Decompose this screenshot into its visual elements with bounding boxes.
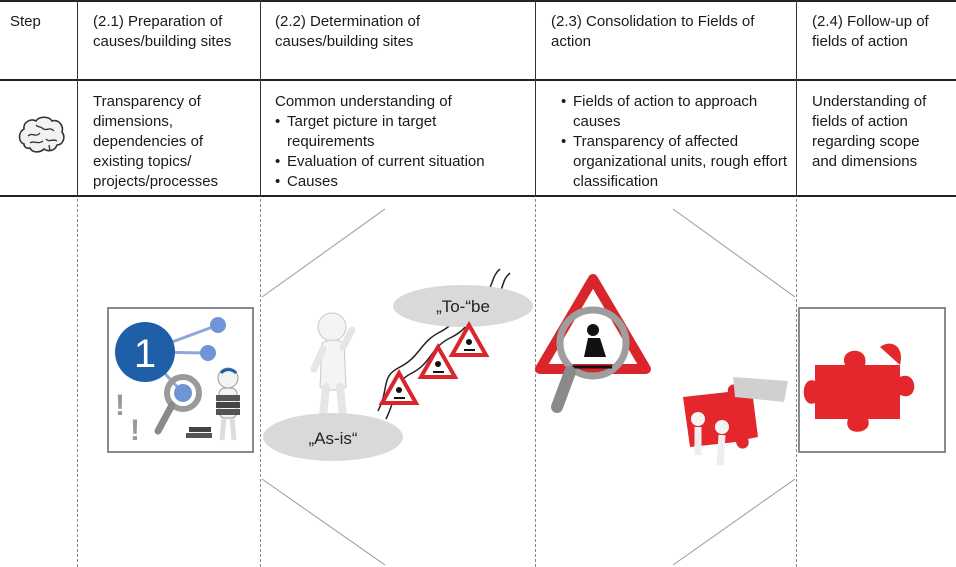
network-magnifier-icon: 1 ! ! — [107, 307, 254, 453]
puzzle-icon — [798, 307, 946, 453]
dashed-separator — [77, 199, 78, 567]
road-work-sign-icon — [535, 274, 651, 413]
brain-icon — [18, 116, 65, 153]
table-bottom-rule — [0, 195, 956, 197]
table-top-rule — [0, 0, 956, 2]
dashed-separator — [260, 199, 261, 567]
person-thinking-icon — [310, 312, 356, 421]
header-determination: (2.2) Determination of causes/building s… — [275, 13, 421, 50]
list-item: Transparency of affected organizational … — [561, 132, 788, 192]
dashed-separator — [535, 199, 536, 567]
svg-text:!: ! — [115, 389, 125, 422]
to-be-bubble — [393, 285, 533, 327]
step-number: 1 — [134, 332, 156, 376]
determination-content: Common understanding of Target picture i… — [267, 92, 535, 192]
list-item: Fields of action to approach causes — [561, 92, 788, 132]
illustration-area: 1 ! ! „To-“be — [107, 208, 946, 566]
header-step: Step — [10, 13, 41, 30]
svg-text:!: ! — [130, 414, 140, 447]
as-is-bubble — [263, 413, 403, 461]
to-be-label: „To-“be — [436, 297, 490, 316]
preparation-description: Transparency of dimensions, dependencies… — [93, 93, 219, 190]
column-divider — [77, 0, 78, 197]
list-item: Causes — [275, 172, 527, 192]
dashed-separator — [796, 199, 797, 567]
as-is-label: „As-is“ — [308, 429, 357, 448]
follow-up-description: Understanding of fields of action regard… — [812, 93, 927, 170]
column-divider — [260, 0, 261, 197]
column-divider — [796, 0, 797, 197]
road-work-sign-icon — [378, 320, 490, 405]
column-divider — [535, 0, 536, 197]
puzzle-icon — [683, 377, 788, 466]
header-follow-up: (2.4) Follow-up of fields of action — [812, 13, 929, 50]
header-preparation: (2.1) Preparation of causes/building sit… — [93, 13, 232, 50]
consolidation-content: Fields of action to approach causes Tran… — [553, 92, 796, 192]
determination-intro: Common understanding of — [275, 93, 452, 110]
funnel-lines — [261, 208, 796, 566]
as-is-to-be-diagram: „To-“be „As-is“ — [263, 268, 533, 461]
list-item: Target picture in target requirements — [275, 112, 527, 152]
header-consolidation: (2.3) Consolidation to Fields of action — [551, 13, 755, 50]
list-item: Evaluation of current situation — [275, 152, 527, 172]
header-divider — [0, 79, 956, 81]
steps-table: Step (2.1) Preparation of causes/buildin… — [0, 0, 956, 197]
